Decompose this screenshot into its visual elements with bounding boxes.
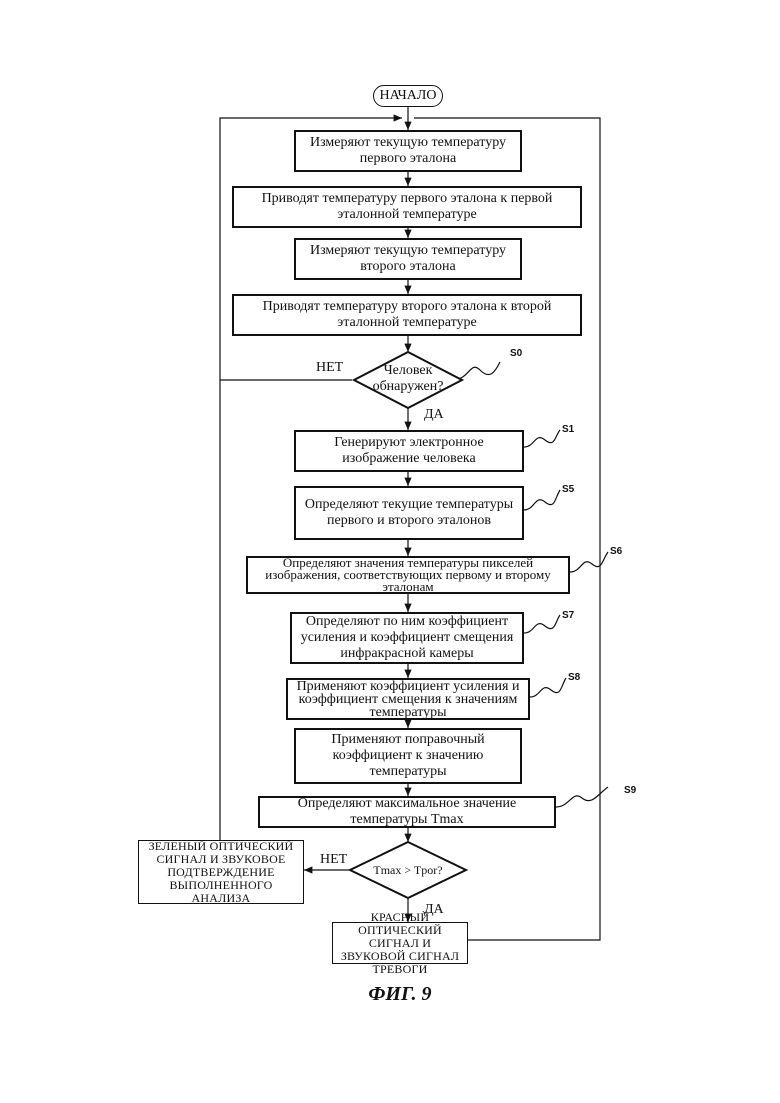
outcome-red-text: КРАСНЫЙ ОПТИЧЕСКИЙ СИГНАЛ И ЗВУКОВОЙ СИГ… [333, 911, 467, 976]
step-ref-s9: S9 [624, 785, 636, 796]
step-ref-s0: S0 [510, 348, 522, 359]
step-s5-current-temperatures: Определяют текущие температуры первого и… [294, 486, 524, 540]
step-measure-second-reference-text: Измеряют текущую температуру второго эта… [296, 243, 520, 275]
step-bring-second-reference-text: Приводят температуру второго эталона к в… [234, 299, 580, 331]
step-measure-first-reference: Измеряют текущую температуру первого эта… [294, 130, 522, 172]
step-s7-gain-offset: Определяют по ним коэффициент усиления и… [290, 612, 524, 664]
decision-temp-text: Tmax > Tpor? [368, 862, 448, 878]
step-bring-first-reference-text: Приводят температуру первого эталона к п… [234, 191, 580, 223]
step-s1-generate-image: Генерируют электронное изображение челов… [294, 430, 524, 472]
step-bring-first-reference: Приводят температуру первого эталона к п… [232, 186, 582, 228]
ref-line-s0 [452, 362, 500, 380]
step-s8-apply-coefficients: Применяют коэффициент усиления и коэффиц… [286, 678, 530, 720]
decision-person-text-line1: Человек [364, 363, 452, 379]
step-measure-first-reference-text: Измеряют текущую температуру первого эта… [296, 135, 520, 167]
step-apply-correction: Применяют поправочный коэффициент к знач… [294, 728, 522, 784]
start-terminal: НАЧАЛО [373, 85, 443, 107]
figure-caption: ФИГ. 9 [360, 983, 440, 1006]
step-s7-text: Определяют по ним коэффициент усиления и… [292, 614, 522, 662]
branch-label-no-person: НЕТ [316, 360, 343, 376]
branch-label-no-temp: НЕТ [320, 852, 347, 868]
step-s5-text: Определяют текущие температуры первого и… [296, 497, 522, 529]
step-ref-s7: S7 [562, 610, 574, 621]
step-s9-text: Определяют максимальное значение темпера… [260, 796, 554, 828]
branch-label-yes-person: ДА [424, 407, 444, 423]
ref-line-s5 [524, 490, 560, 510]
step-ref-s8: S8 [568, 672, 580, 683]
step-s9-max-temperature: Определяют максимальное значение темпера… [258, 796, 556, 828]
step-bring-second-reference: Приводят температуру второго эталона к в… [232, 294, 582, 336]
outcome-green-text: ЗЕЛЕНЫЙ ОПТИЧЕСКИЙ СИГНАЛ И ЗВУКОВОЕ ПОД… [139, 840, 303, 905]
step-ref-s6: S6 [610, 546, 622, 557]
ref-line-s6 [570, 552, 608, 572]
step-measure-second-reference: Измеряют текущую температуру второго эта… [294, 238, 522, 280]
step-s6-text: Определяют значения температуры пикселей… [248, 557, 568, 593]
ref-line-s8 [530, 678, 566, 697]
ref-line-s1 [524, 430, 560, 447]
ref-line-s7 [524, 615, 560, 633]
step-s1-text: Генерируют электронное изображение челов… [296, 435, 522, 467]
step-s6-pixel-temperatures: Определяют значения температуры пикселей… [246, 556, 570, 594]
step-s8-text: Применяют коэффициент усиления и коэффиц… [288, 680, 528, 719]
decision-person-text: Человек обнаружен? [364, 363, 452, 395]
step-ref-s5: S5 [562, 484, 574, 495]
outcome-green-signal: ЗЕЛЕНЫЙ ОПТИЧЕСКИЙ СИГНАЛ И ЗВУКОВОЕ ПОД… [138, 840, 304, 904]
step-correction-text: Применяют поправочный коэффициент к знач… [296, 732, 520, 780]
outcome-red-alarm: КРАСНЫЙ ОПТИЧЕСКИЙ СИГНАЛ И ЗВУКОВОЙ СИГ… [332, 922, 468, 964]
decision-person-text-line2: обнаружен? [364, 379, 452, 395]
step-ref-s1: S1 [562, 424, 574, 435]
